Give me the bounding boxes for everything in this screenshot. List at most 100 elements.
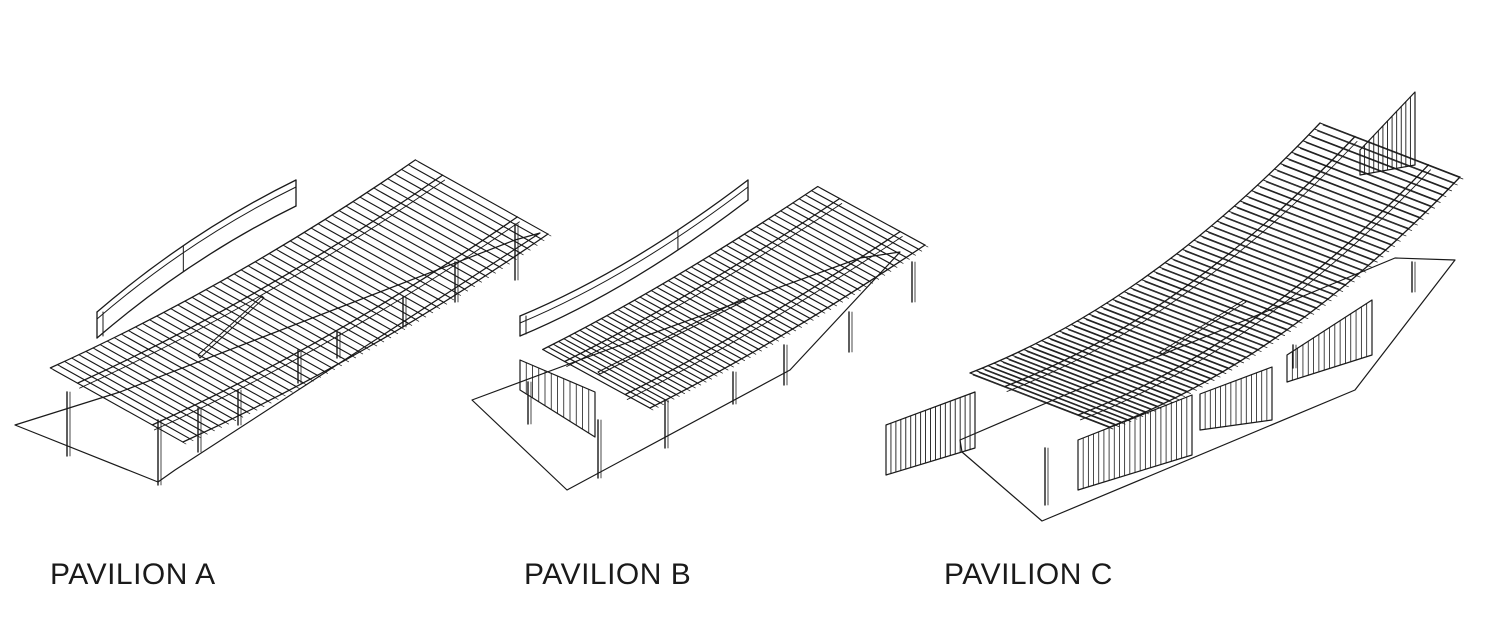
roof-slat [789, 208, 898, 268]
roof-slat [1237, 207, 1378, 263]
roof-slat [390, 180, 524, 256]
rear-wall-base [519, 199, 749, 337]
roof-slat [1161, 268, 1303, 324]
roof-slat [587, 329, 696, 389]
roof-slat [1014, 356, 1156, 412]
roof-slat [313, 229, 448, 305]
roof-slat [550, 348, 659, 408]
roof-slat [771, 220, 880, 280]
roof-slat [1129, 287, 1271, 343]
roof-slat [257, 263, 392, 339]
roof-slat [1242, 202, 1384, 258]
roof-slat [1291, 151, 1433, 207]
roof-slat [1026, 351, 1168, 406]
roof-slat [801, 200, 910, 260]
roof-slat [1058, 330, 1200, 386]
roof-slat [1126, 293, 1268, 349]
roof-slat [1091, 315, 1233, 371]
rear-wall-top [519, 179, 749, 317]
roof-slat [1144, 281, 1286, 336]
roof-slat [1138, 285, 1280, 341]
roof-slat [1017, 351, 1159, 407]
roof-slat [264, 259, 399, 335]
roof-slat [285, 246, 420, 322]
roof-slat [1311, 136, 1453, 192]
roof-slat [670, 282, 779, 342]
roof-slat [604, 320, 712, 380]
roof-slat [1282, 165, 1424, 220]
roof-slat [566, 340, 675, 400]
roof-beam [1004, 135, 1356, 388]
roof-slat [1294, 153, 1435, 209]
roof-slat [215, 287, 350, 363]
roof-slat [109, 342, 244, 418]
roof-slat [614, 314, 723, 374]
roof-slat [1316, 130, 1458, 186]
pavilion-a-label: PAVILION A [50, 558, 216, 591]
roof-beam [79, 179, 446, 389]
rear-wall-top [96, 179, 297, 313]
roof-slat [598, 323, 707, 383]
roof-slat [777, 216, 886, 276]
roof-slat [1085, 319, 1227, 374]
roof-slat [723, 250, 832, 310]
roof-slat [1158, 266, 1300, 322]
rear-wall-base [96, 205, 297, 339]
roof-slat [1288, 159, 1430, 215]
roof-slat [208, 291, 342, 367]
roof-beam [1077, 164, 1430, 416]
roof-slat [969, 372, 1111, 428]
roof-slat [1056, 335, 1197, 391]
roof-front-edge [969, 122, 1321, 374]
roof-slat [1305, 142, 1447, 198]
roof-slat [990, 367, 1132, 423]
skylight-strip [1159, 299, 1247, 355]
roof-slat [1222, 215, 1364, 271]
roof-slat [334, 216, 469, 292]
roof-slat [1132, 289, 1274, 345]
roof-slat [1123, 291, 1265, 347]
roof-slat [1256, 184, 1398, 240]
roof-slat [1167, 264, 1309, 320]
roof-slat [1073, 326, 1215, 381]
roof-slat [1271, 176, 1413, 231]
roof-slat [116, 339, 251, 415]
roof-slat [999, 360, 1141, 416]
roof-slat [1141, 279, 1283, 335]
roof-front-edge [49, 159, 417, 369]
roof-slat [765, 224, 873, 284]
roof-slat [152, 321, 286, 397]
pavilion-b-label: PAVILION B [524, 558, 692, 591]
roof-slat [1008, 359, 1150, 415]
roof-slat [1193, 239, 1335, 295]
roof-slat [1164, 262, 1306, 318]
roof-slat [362, 198, 496, 274]
roof-slat [1152, 270, 1294, 326]
roof-slat [1155, 272, 1297, 328]
roof-slat [561, 343, 670, 403]
roof-beam [564, 197, 841, 363]
roof-slat [355, 203, 489, 279]
roof-front-edge [542, 185, 819, 351]
roof-slat [1181, 248, 1323, 304]
roof-slat [1259, 186, 1401, 242]
roof-slat [1273, 168, 1415, 224]
roof-slat [131, 332, 265, 408]
roof-slat [1265, 181, 1407, 237]
roof-slat [81, 356, 215, 432]
roof-slat [1147, 275, 1288, 330]
roof-beam [1006, 141, 1358, 392]
roof-beam [151, 216, 519, 426]
roof-slat [746, 235, 855, 296]
roof-slat [1251, 190, 1393, 246]
roof-slat [201, 295, 335, 370]
roof-slat [1302, 140, 1444, 196]
roof-slat [1067, 329, 1209, 385]
roof-slat [1032, 348, 1174, 403]
roof-slat [1011, 354, 1153, 410]
roof-slat [555, 345, 664, 406]
roof-slat [717, 254, 826, 314]
roof-slat [222, 283, 357, 359]
roof-slat [278, 251, 413, 326]
roof-slat [1052, 333, 1194, 389]
